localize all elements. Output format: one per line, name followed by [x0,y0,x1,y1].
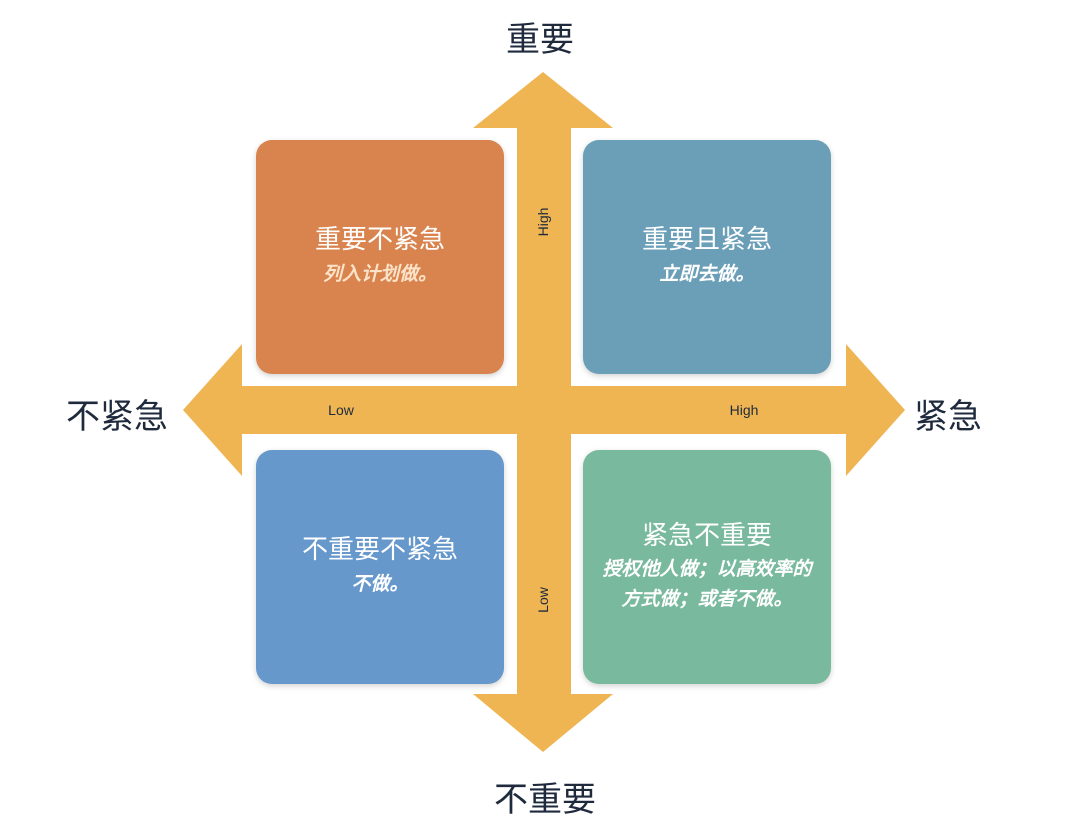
x-axis-low-label: Low [328,402,355,418]
axis-not-urgent-label: 不紧急 [66,397,168,437]
quadrant-urgent-not-important: 紧急不重要 授权他人做；以高效率的方式做；或者不做。 [583,450,831,684]
quadrant-not-important-not-urgent: 不重要不紧急 不做。 [256,450,504,684]
quadrant-title: 重要且紧急 [641,225,772,256]
quadrant-action: 列入计划做。 [322,263,437,286]
quadrant-title: 不重要不紧急 [301,535,458,566]
quadrant-action: 授权他人做；以高效率的方式做；或者不做。 [602,558,812,610]
horizontal-axis-arrow [183,344,905,476]
y-axis-high-label: High [535,208,551,237]
quadrant-action: 立即去做。 [659,263,755,286]
axis-urgent-label: 紧急 [914,397,982,437]
y-axis-low-label: Low [535,586,551,613]
x-axis-high-label: High [730,402,759,418]
quadrant-title: 重要不紧急 [314,225,445,256]
quadrant-important-urgent: 重要且紧急 立即去做。 [583,140,831,374]
quadrant-important-not-urgent: 重要不紧急 列入计划做。 [256,140,504,374]
axis-not-important-label: 不重要 [494,780,596,820]
axis-important-label: 重要 [506,20,574,60]
quadrant-action: 不做。 [351,573,409,596]
quadrant-title: 紧急不重要 [641,520,772,551]
